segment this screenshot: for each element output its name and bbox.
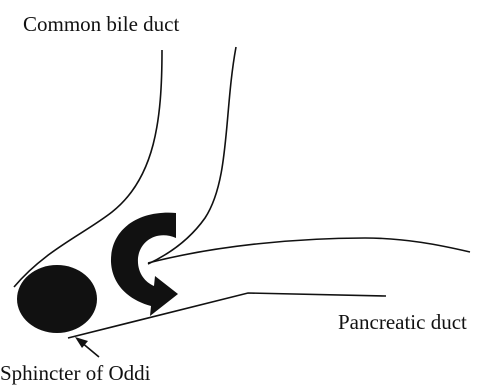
pancreatic-duct-label: Pancreatic duct — [338, 312, 467, 333]
common-bile-duct-left-wall — [14, 50, 162, 287]
sphincter-of-oddi-label: Sphincter of Oddi — [0, 363, 150, 384]
flow-arrow — [111, 213, 178, 316]
sphincter-of-oddi-oval — [17, 265, 97, 333]
common-bile-duct-label: Common bile duct — [23, 14, 179, 35]
pancreatic-duct-upper-wall — [148, 238, 470, 263]
